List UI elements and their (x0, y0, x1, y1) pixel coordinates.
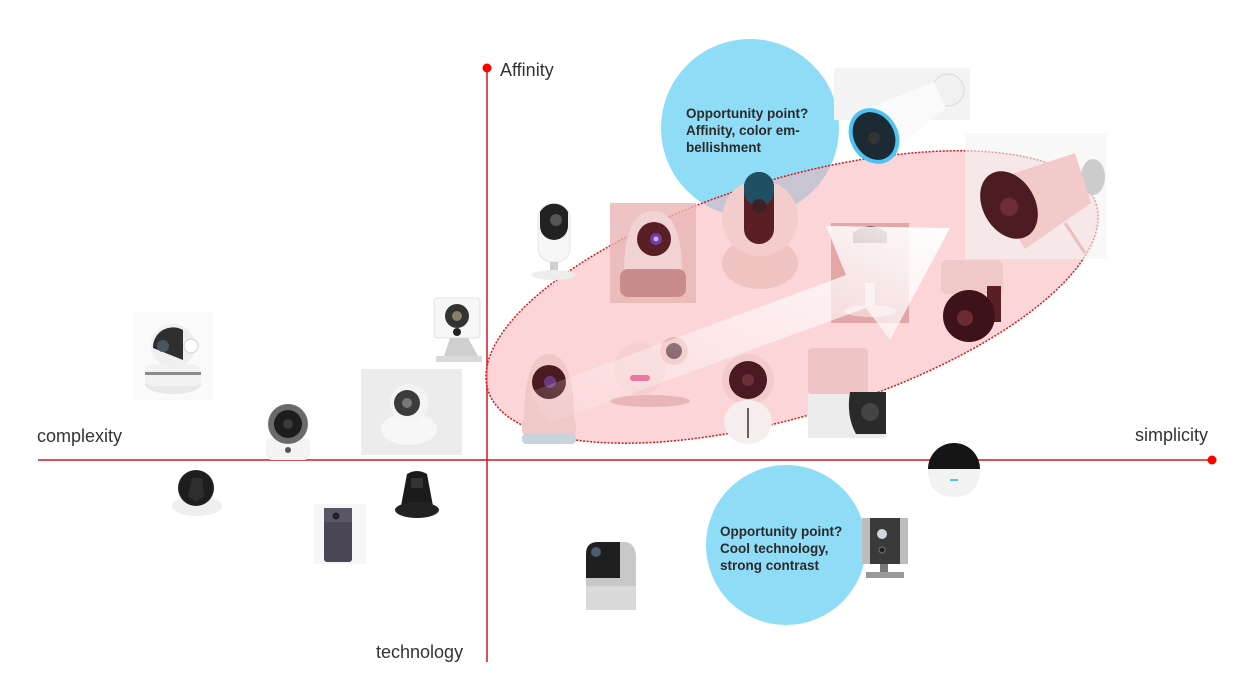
white-pan-tilt-camera-a (133, 312, 213, 400)
silver-cylinder-camera (858, 516, 912, 582)
callout-line: strong contrast (720, 558, 820, 573)
black-white-ball-camera (170, 466, 224, 520)
white-desk-camera (528, 200, 580, 282)
pink-dome-camera (718, 168, 802, 293)
callout-text-technology: Opportunity point? Cool technology, stro… (720, 523, 842, 574)
silver-tower-camera (582, 538, 640, 614)
axis-label-complexity: complexity (37, 426, 123, 446)
axis-label-affinity: Affinity (500, 60, 554, 80)
callout-line: Affinity, color em- (686, 123, 800, 138)
callout-line: bellishment (686, 140, 762, 155)
axis-label-technology: technology (376, 642, 464, 662)
callout-bubble-technology (706, 465, 866, 625)
rose-gold-pan-camera (610, 203, 696, 303)
x-axis-end-dot (1207, 455, 1217, 465)
callout-text-affinity: Opportunity point? Affinity, color em- b… (686, 105, 808, 156)
axis-label-simplicity: simplicity (1135, 425, 1209, 445)
black-dome-camera (924, 437, 984, 501)
square-white-camera-stand (430, 296, 486, 366)
white-outdoor-bullet-camera (834, 68, 970, 168)
pink-tplink-ptz-camera (935, 256, 1007, 346)
callout-line: Opportunity point? (686, 106, 809, 121)
pink-outdoor-ptz-camera (806, 346, 888, 438)
y-axis-end-dot (482, 63, 492, 73)
dark-cylinder-camera (314, 504, 366, 564)
pink-baby-monitor (606, 335, 694, 409)
pink-bullet-camera (965, 133, 1107, 259)
callout-line: Cool technology, (720, 541, 829, 556)
black-cone-camera (393, 466, 441, 520)
callout-line: Opportunity point? (720, 524, 843, 539)
pink-pan-camera (516, 348, 582, 446)
dark-ring-pan-camera (262, 398, 314, 462)
pink-round-camera (720, 350, 776, 444)
pink-desk-camera (831, 223, 909, 323)
white-pan-camera-boxed (361, 369, 462, 455)
